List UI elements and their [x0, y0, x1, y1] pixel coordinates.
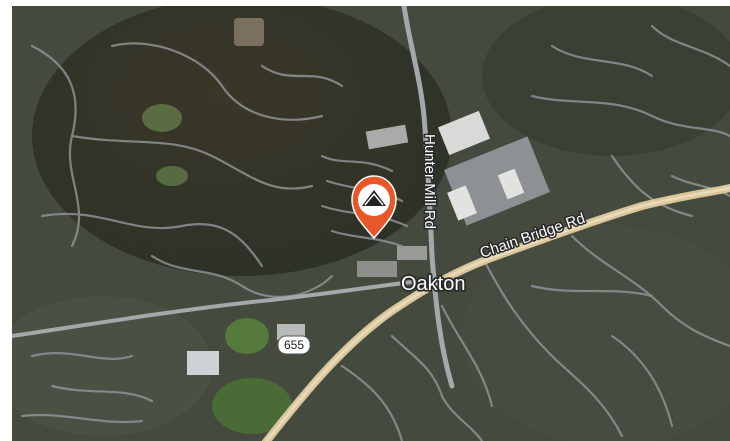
building — [187, 351, 219, 375]
green-field — [156, 166, 188, 186]
wooded-area — [462, 226, 730, 441]
building — [437, 110, 491, 156]
residential-streets — [20, 24, 730, 441]
green-field — [225, 318, 269, 354]
location-pin-icon[interactable] — [351, 175, 397, 240]
chain-bridge-road-center — [264, 186, 730, 441]
place-label-oakton: Oakton — [401, 273, 465, 295]
bare-field — [234, 18, 264, 46]
wooded-area — [32, 6, 452, 276]
route-shield: 655 — [277, 335, 311, 355]
building — [497, 168, 525, 200]
building — [357, 261, 397, 277]
wooded-area — [482, 6, 730, 156]
hunter-mill-road-label: Hunter Mill Rd — [421, 134, 438, 229]
green-field — [142, 104, 182, 132]
green-field — [212, 378, 292, 434]
route-shield-number: 655 — [284, 338, 304, 352]
hunter-mill-road — [401, 6, 455, 389]
building — [447, 185, 477, 221]
wooded-area — [12, 296, 212, 436]
building — [397, 246, 427, 260]
building — [365, 124, 409, 150]
satellite-map[interactable]: Hunter Mill Rd Chain Bridge Rd Oakton 65… — [12, 6, 730, 441]
west-ox-road — [12, 280, 414, 338]
